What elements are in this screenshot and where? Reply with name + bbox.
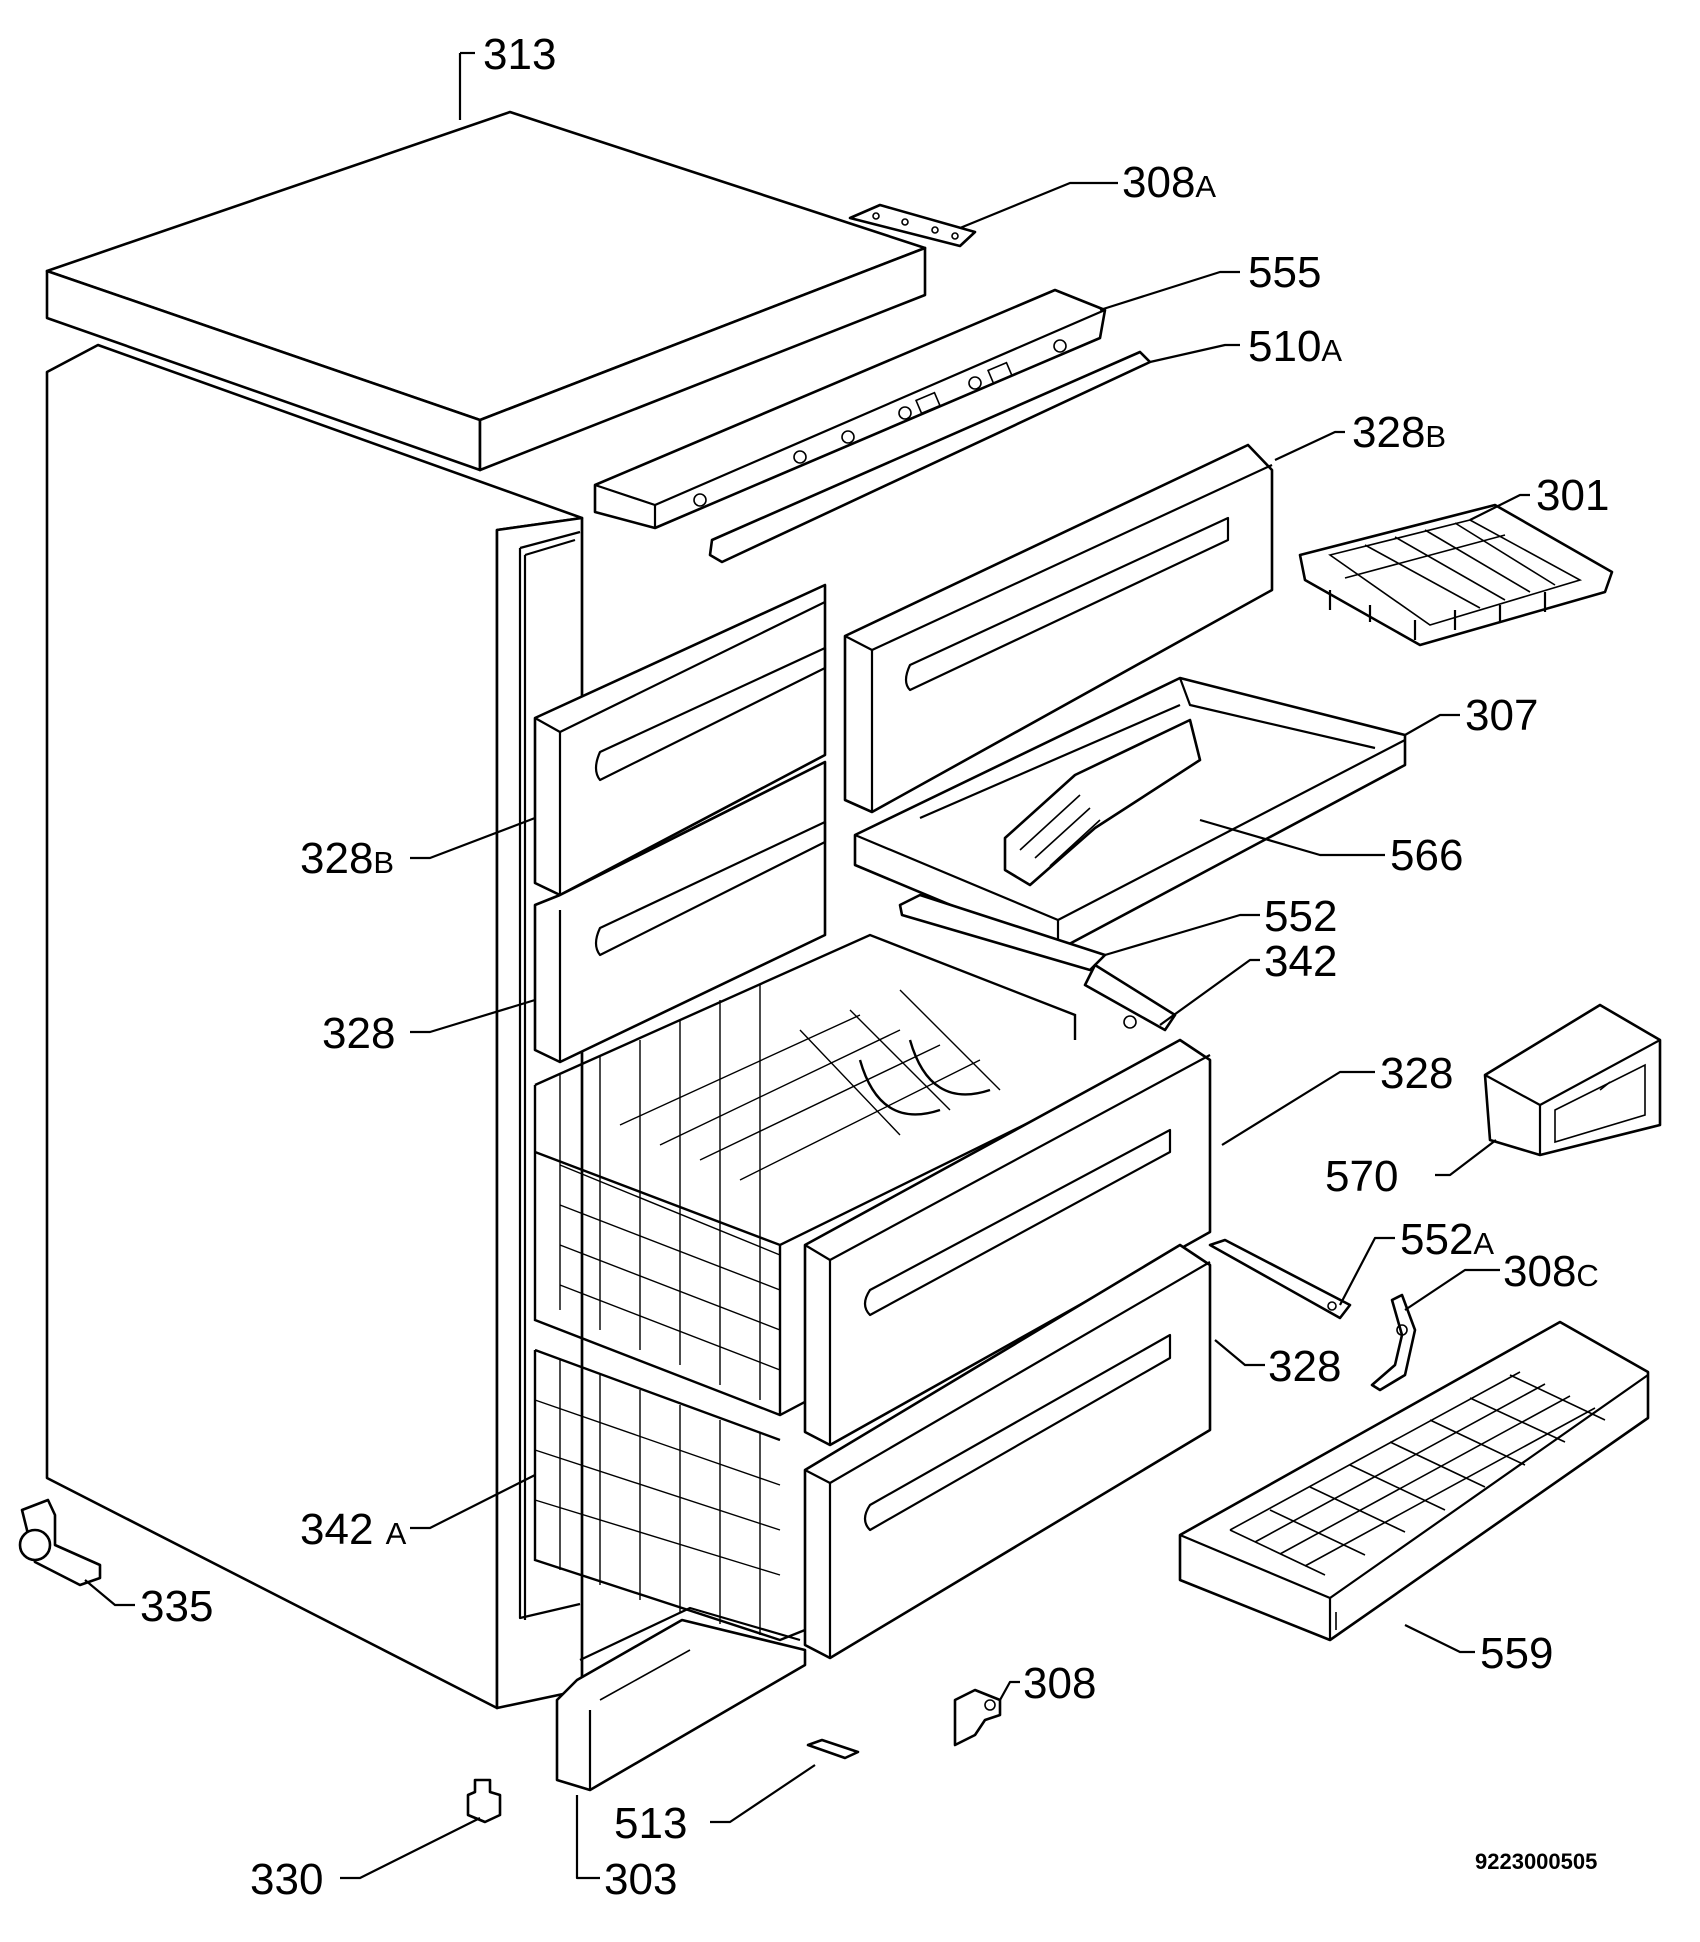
strip-552a	[1208, 1238, 1352, 1320]
bracket-308	[953, 1688, 1002, 1747]
label-328-right-lower: 328	[1268, 1342, 1341, 1391]
label-552: 552	[1264, 892, 1337, 941]
rail-552	[898, 893, 1107, 972]
liner-edge	[524, 538, 576, 557]
shelf-tray	[853, 676, 1407, 952]
label-301: 301	[1536, 471, 1609, 520]
flap-328-left	[533, 760, 827, 1064]
upper-basket	[533, 933, 1077, 1417]
label-552a: 552A	[1400, 1215, 1494, 1264]
bracket-308c	[1370, 1293, 1417, 1392]
label-328-left: 328	[322, 1009, 395, 1058]
drawer-front-lower	[803, 1243, 1212, 1660]
label-513: 513	[614, 1799, 687, 1848]
label-328b-top: 328B	[1352, 408, 1446, 457]
label-328b-left: 328B	[300, 834, 394, 883]
cabinet-body	[45, 343, 584, 1710]
hinge-top	[848, 203, 977, 248]
top-lid	[45, 110, 927, 472]
label-566: 566	[1390, 831, 1463, 880]
ice-pack	[1178, 1320, 1650, 1642]
label-330: 330	[250, 1855, 323, 1904]
label-559: 559	[1480, 1629, 1553, 1678]
ice-scraper	[1003, 718, 1202, 887]
label-307: 307	[1465, 691, 1538, 740]
label-303: 303	[604, 1855, 677, 1904]
leader-lines	[84, 51, 1530, 1880]
part-labels: 313 308A 555 510A 328B 301 307 328B 566 …	[140, 30, 1609, 1904]
label-308a: 308A	[1122, 158, 1216, 207]
label-313: 313	[483, 30, 556, 79]
bar-342	[1083, 963, 1177, 1032]
drawer-front-upper	[803, 1038, 1212, 1447]
trim-strip	[708, 350, 1152, 564]
label-335: 335	[140, 1582, 213, 1631]
hinge-335	[18, 1498, 102, 1587]
label-308: 308	[1023, 1659, 1096, 1708]
bottle-holder	[1483, 1003, 1662, 1157]
flap-328b-right	[843, 443, 1274, 814]
label-342a: 342 A	[300, 1505, 407, 1554]
label-555: 555	[1248, 248, 1321, 297]
lower-basket	[533, 1348, 806, 1642]
label-510a: 510A	[1248, 322, 1342, 371]
label-570: 570	[1325, 1152, 1398, 1201]
label-342: 342	[1264, 937, 1337, 986]
control-panel	[593, 288, 1107, 530]
foot-330	[466, 1778, 502, 1824]
drawing-code: 9223000505	[1475, 1849, 1597, 1874]
plinth-303	[555, 1606, 807, 1792]
flap-328b-left	[533, 583, 827, 897]
label-328-right-upper: 328	[1380, 1049, 1453, 1098]
clip-513	[806, 1738, 860, 1760]
label-308c: 308C	[1503, 1247, 1599, 1296]
ice-tray	[1298, 503, 1614, 647]
